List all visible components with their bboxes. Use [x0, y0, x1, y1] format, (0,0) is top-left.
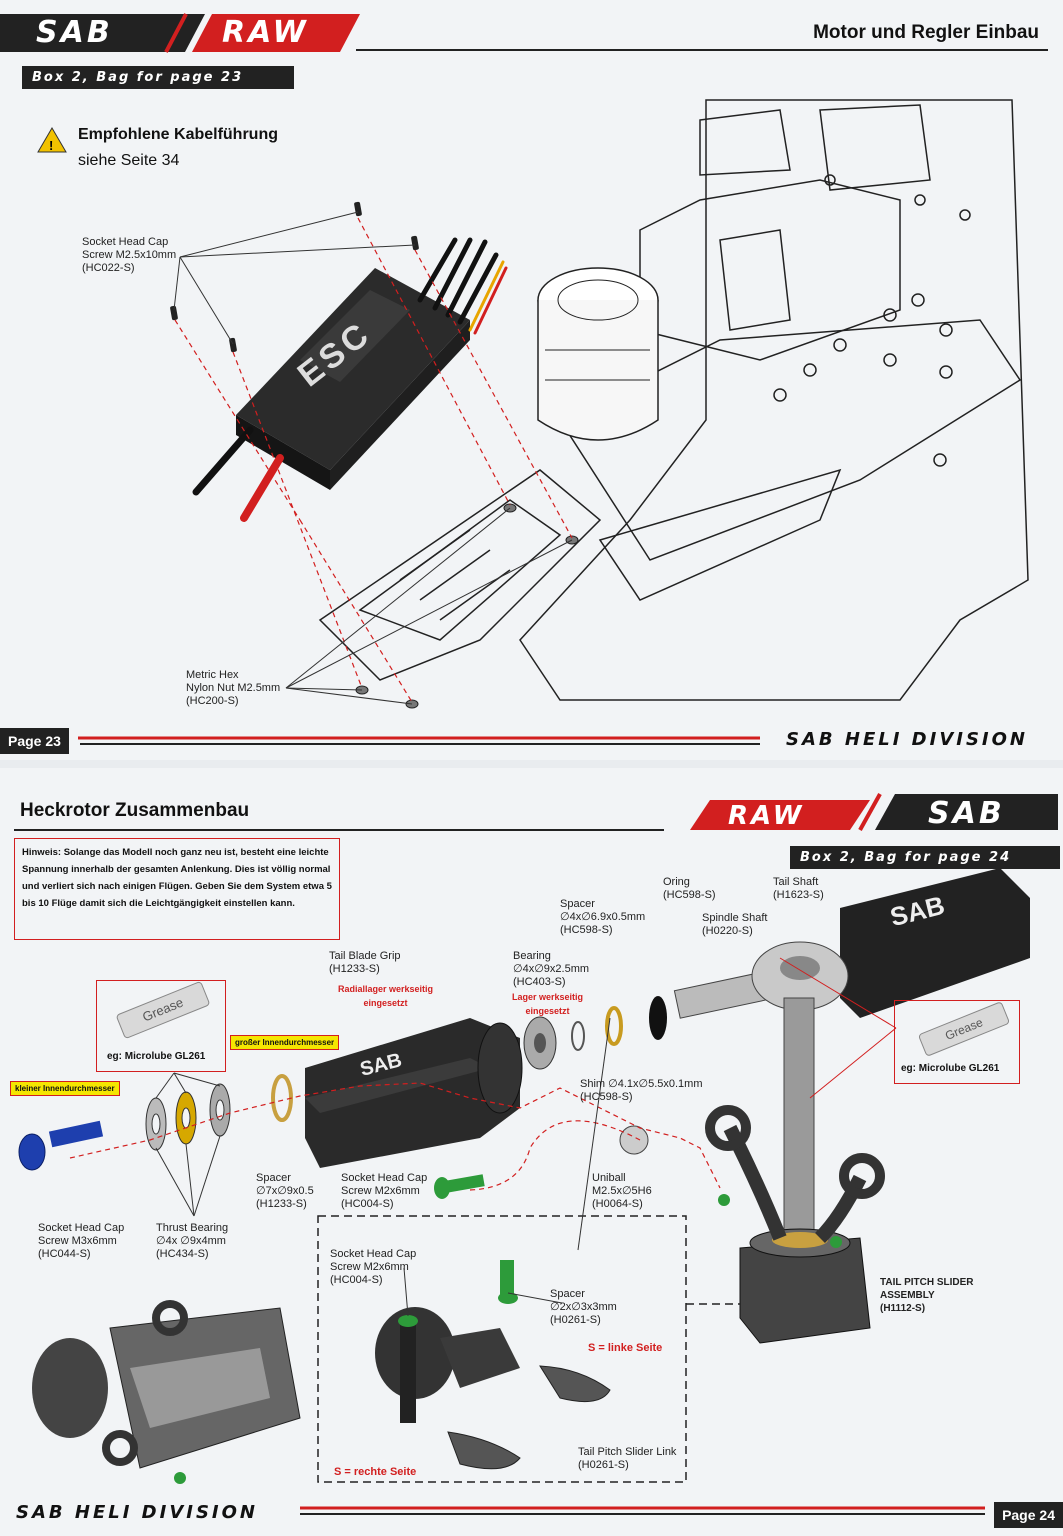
- inset-parts: [375, 1260, 611, 1470]
- label-spacer-mid: Spacer ∅7x∅9x0.5 (H1233-S): [256, 1172, 314, 1210]
- page-24: Heckrotor Zusammenbau RAW SAB Box 2, Bag…: [0, 768, 1063, 1536]
- bearing: [523, 1016, 557, 1070]
- svg-text:!: !: [49, 138, 53, 153]
- helicopter-frame: [519, 99, 1029, 701]
- tail-blade-grip: [305, 1018, 523, 1168]
- tail-shaft-hub: [751, 868, 1030, 1239]
- label-tail-pitch-link: Tail Pitch Slider Link (H0261-S): [578, 1446, 677, 1471]
- oring: [649, 996, 667, 1040]
- logo-sab-banner: [875, 794, 1058, 830]
- label-screw-m2: Socket Head Cap Screw M2x6mm (HC004-S): [341, 1172, 428, 1210]
- grease-caption-left: eg: Microlube GL261: [107, 1051, 206, 1062]
- label-radiallager: Radiallager werkseitig eingesetzt: [338, 984, 434, 1008]
- label-thrust-bearing: Thrust Bearing ∅4x ∅9x4mm (HC434-S): [156, 1222, 229, 1260]
- page-24-graphics: [14, 793, 1058, 1515]
- logo-sab: SAB: [36, 15, 113, 50]
- s-right-note: S = rechte Seite: [334, 1466, 417, 1478]
- label-bearing: Bearing ∅4x∅9x2.5mm (HC403-S): [513, 950, 590, 988]
- motor: [537, 267, 659, 441]
- warning-triangle-icon: !: [37, 127, 67, 153]
- s-left-note: S = linke Seite: [588, 1342, 663, 1354]
- thrust-bearing: [145, 1083, 231, 1151]
- label-shim: Shim ∅4.1x∅5.5x0.1mm (HC598-S): [580, 1078, 703, 1103]
- page-number: Page 24: [994, 1502, 1063, 1528]
- grease-box-right: Grease eg: Microlube GL261: [894, 1000, 1020, 1084]
- hint-box: Hinweis: Solange das Modell noch ganz ne…: [14, 838, 340, 940]
- page-title: Motor und Regler Einbau: [813, 22, 1039, 43]
- page-title: Heckrotor Zusammenbau: [20, 800, 250, 821]
- tag-large-inner-diameter: großer Innendurchmesser: [230, 1035, 340, 1050]
- label-spindle-shaft: Spindle Shaft (H0220-S): [702, 912, 768, 937]
- logo-raw: RAW: [728, 801, 805, 831]
- label-screw-m3: Socket Head Cap Screw M3x6mm (HC044-S): [38, 1222, 125, 1260]
- esc-body: [236, 268, 470, 490]
- nut-label: Metric Hex Nylon Nut M2.5mm (HC200-S): [186, 669, 281, 707]
- label-pitch-slider-assembly: TAIL PITCH SLIDER ASSEMBLY (H1112-S): [880, 1277, 974, 1314]
- label-tail-shaft: Tail Shaft (H1623-S): [773, 876, 824, 901]
- warning-title: Empfohlene Kabelführung: [78, 126, 278, 143]
- footer-brand: SAB HELI DIVISION: [786, 729, 1028, 750]
- tag-small-inner-diameter: kleiner Innendurchmesser: [10, 1081, 120, 1096]
- logo-raw-banner: [192, 14, 360, 52]
- green-screw-m2: [434, 1174, 485, 1199]
- logo-raw-banner: [690, 800, 870, 830]
- box-tag: Box 2, Bag for page 24: [790, 846, 1060, 869]
- uniball: [619, 1125, 649, 1155]
- grease-tube-left: Grease: [115, 980, 211, 1040]
- page-23-graphics: !: [0, 13, 1048, 745]
- screw-label: Socket Head Cap Screw M2.5x10mm (HC022-S…: [82, 236, 177, 274]
- box-tag: Box 2, Bag for page 23: [22, 66, 294, 89]
- page-23: !: [0, 0, 1063, 760]
- label-spacer-top: Spacer ∅4x∅6.9x0.5mm (HC598-S): [560, 898, 646, 936]
- logo-raw: RAW: [222, 15, 309, 50]
- tail-pitch-slider-assembly: [705, 1105, 885, 1344]
- grease-tube-right: Grease: [917, 1001, 1011, 1057]
- grease-box-left: Grease eg: Microlube GL261: [96, 980, 226, 1072]
- shim: [571, 1021, 585, 1051]
- blue-screw-m3: [18, 1120, 104, 1171]
- page-number: Page 23: [0, 728, 69, 754]
- logo-sab-banner: [0, 14, 205, 52]
- assembled-tail-rotor: [32, 1300, 301, 1484]
- label-oring: Oring (HC598-S): [663, 876, 716, 901]
- label-lager: Lager werkseitig eingesetzt: [512, 992, 584, 1016]
- warning-text: siehe Seite 34: [78, 152, 180, 169]
- label-uniball: Uniball M2.5x∅5H6 (H0064-S): [592, 1172, 652, 1210]
- screws: [170, 201, 419, 353]
- label-spacer-inset: Spacer ∅2x∅3x3mm (H0261-S): [550, 1288, 617, 1326]
- esc-wires: [192, 237, 508, 522]
- spacer-mid: [271, 1074, 293, 1122]
- leader-lines: [173, 211, 573, 705]
- label-tail-blade-grip: Tail Blade Grip (H1233-S): [329, 950, 401, 975]
- alignment-lines: [174, 217, 573, 703]
- esc-mounting-plate: [318, 469, 602, 681]
- assembly-path: [69, 1082, 721, 1189]
- leader-lines: [155, 1017, 611, 1317]
- hint-text: Hinweis: Solange das Modell noch ganz ne…: [22, 847, 332, 909]
- logo-sab: SAB: [928, 796, 1005, 831]
- inset-box: [317, 1215, 687, 1483]
- footer-brand: SAB HELI DIVISION: [16, 1502, 258, 1523]
- label-screw-m2-inset: Socket Head Cap Screw M2x6mm (HC004-S): [330, 1248, 417, 1286]
- grease-caption-right: eg: Microlube GL261: [901, 1063, 1000, 1074]
- spacer-top: [605, 1006, 623, 1046]
